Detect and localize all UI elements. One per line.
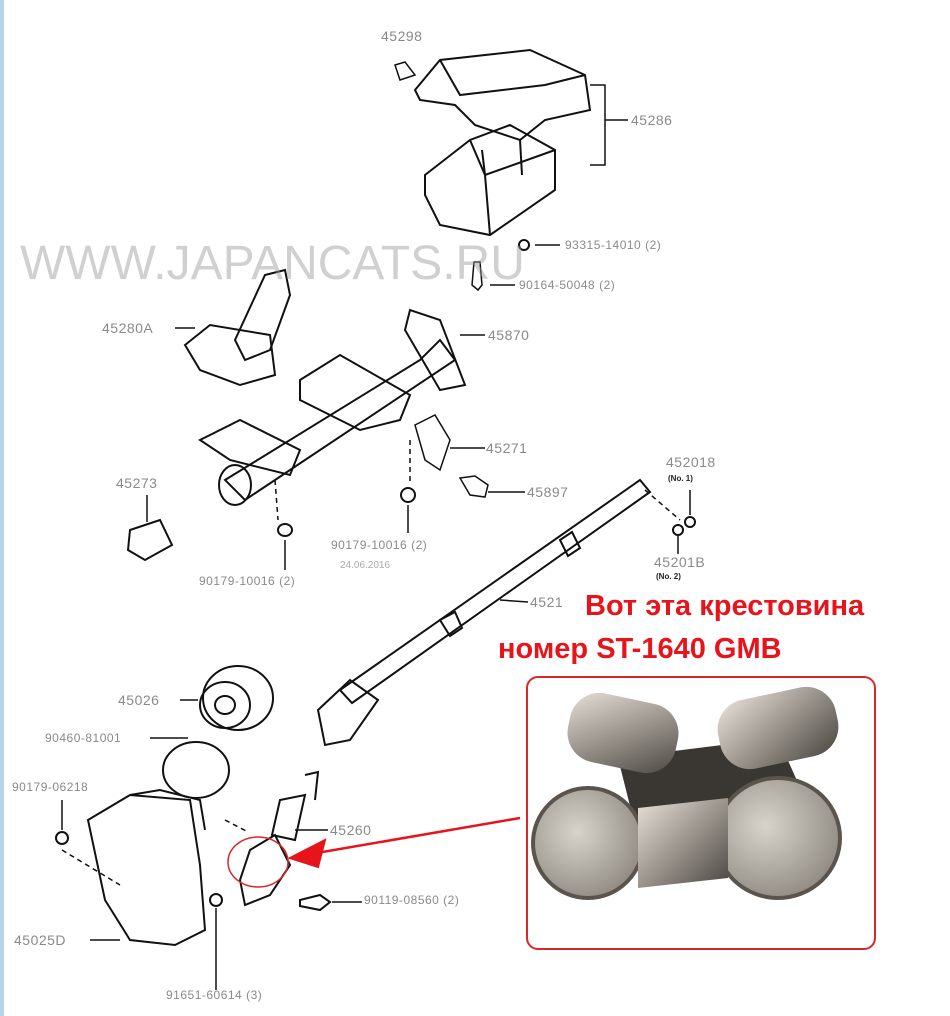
label-45273: 45273 [116,475,158,491]
label-90460: 90460-81001 [45,731,122,745]
label-90179-10016-a: 90179-10016 (2) [331,538,428,552]
label-45201B-no1-sub: (No. 1) [668,474,693,483]
label-45897: 45897 [527,484,569,500]
universal-joint-photo [526,676,876,950]
label-90119: 90119-08560 (2) [364,893,460,907]
label-45026: 45026 [118,692,160,708]
watermark: WWW.JAPANCATS.RU [20,237,525,290]
label-90179-10016-b: 90179-10016 (2) [199,574,296,588]
cover-45025D [86,788,207,947]
label-45201B-no1: 452018 [666,454,716,470]
label-45870: 45870 [488,327,530,343]
label-91651: 91651-60614 (3) [166,988,263,1002]
label-45298: 45298 [381,28,423,44]
stamp-date: 24.06.2016 [340,560,391,571]
steering-column-tube [198,308,485,506]
label-90164: 90164-50048 (2) [519,278,616,292]
column-cover-lower [424,123,556,237]
left-edge [0,0,4,1016]
pointer-arrow-line [304,816,521,857]
label-45025D: 45025D [14,932,67,948]
boot-45026 [180,665,274,731]
annotation-line1: Вот эта крестовина [585,590,865,622]
intermediate-shaft-45260 [224,770,362,912]
column-cover-upper [413,48,592,142]
label-45201B-no2: 45201B [654,554,706,570]
pointer-arrow-head [287,838,327,869]
bushing-45273 [126,495,174,562]
column-bracket-45280A [175,268,292,387]
label-45280A: 45280A [102,320,154,336]
label-45271: 45271 [486,440,528,456]
label-90179-06218: 90179-06218 [12,780,89,794]
label-93315: 93315-14010 (2) [565,238,662,252]
label-45286: 45286 [631,112,673,128]
label-45201B-no2-sub: (No. 2) [656,572,681,581]
label-4521: 4521 [530,594,564,610]
universal-joint-illustration [531,686,842,900]
label-45260: 45260 [330,822,372,838]
main-shaft-4521 [316,478,696,747]
highlight-circle [227,836,289,888]
annotation-line2: номер ST-1640 GMB [498,633,782,665]
